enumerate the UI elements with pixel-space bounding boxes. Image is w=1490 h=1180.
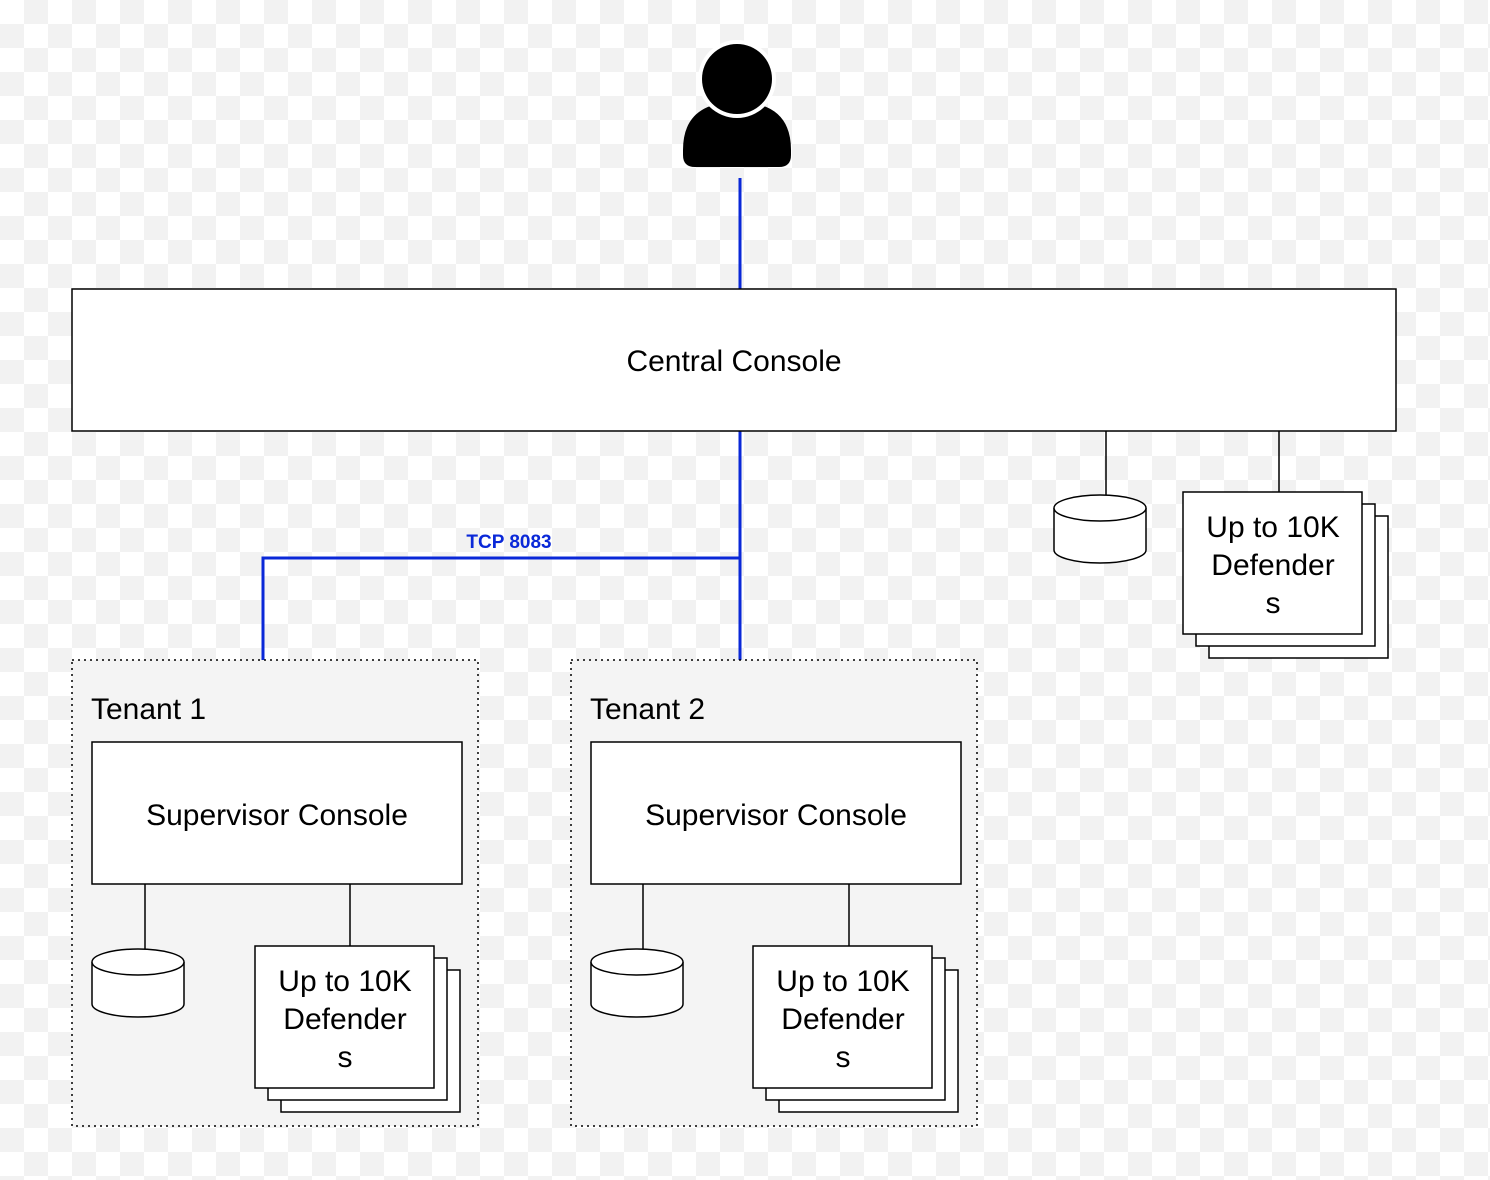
tenant-1-defenders-line-2: Defender <box>283 1003 406 1036</box>
tenant-1-title: Tenant 1 <box>91 693 206 726</box>
tenant-1-supervisor-console: Supervisor Console <box>91 741 463 885</box>
tenant-2-group: Tenant 2 Supervisor Console Up to 10K De… <box>570 659 978 1127</box>
tenant-2-defenders-line-2: Defender <box>781 1003 904 1036</box>
tenant-1-group: Tenant 1 Supervisor Console Up to 10K De… <box>71 659 479 1127</box>
database-icon <box>1053 494 1147 564</box>
tcp-port-label: TCP 8083 <box>466 532 551 553</box>
central-console-label: Central Console <box>626 345 841 378</box>
central-defenders-line-1: Up to 10K <box>1206 511 1339 544</box>
tenant-2-supervisor-console: Supervisor Console <box>590 741 962 885</box>
tenant-2-supervisor-label: Supervisor Console <box>645 799 907 832</box>
central-to-tenant1-line <box>261 556 740 660</box>
tcp-connectors <box>261 178 742 660</box>
tenant-2-defenders-line-1: Up to 10K <box>776 965 909 998</box>
tenant-1-supervisor-label: Supervisor Console <box>146 799 408 832</box>
tenant-2-defenders-line-3: s <box>836 1041 851 1074</box>
database-icon <box>590 948 684 1018</box>
tenant-2-title: Tenant 2 <box>590 693 705 726</box>
tenant-1-defenders-line-1: Up to 10K <box>278 965 411 998</box>
central-console: Central Console <box>71 288 1397 432</box>
central-defenders-stack: Up to 10K Defender s <box>1182 491 1389 659</box>
central-defenders-line-3: s <box>1266 587 1281 620</box>
tenant-1-defenders-line-3: s <box>338 1041 353 1074</box>
tenant-1-defenders-stack: Up to 10K Defender s <box>254 945 461 1113</box>
central-defenders-line-2: Defender <box>1211 549 1334 582</box>
tenant-2-defenders-stack: Up to 10K Defender s <box>752 945 959 1113</box>
database-icon <box>91 948 185 1018</box>
user-icon <box>683 40 791 167</box>
